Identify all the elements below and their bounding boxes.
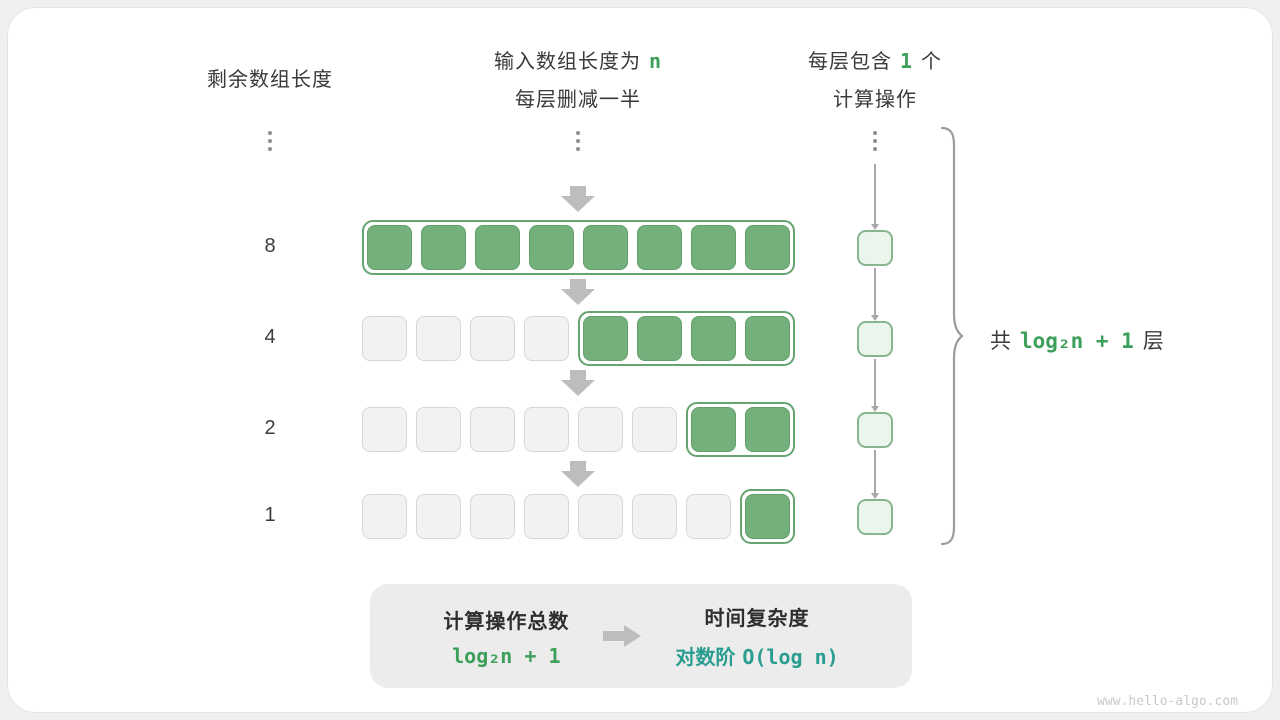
array-row (330, 489, 826, 544)
header-ops-per-layer: 每层包含 1 个 (765, 45, 985, 74)
operations-summary: 计算操作总数 log₂n + 1 (443, 605, 569, 668)
active-subarray (577, 311, 795, 366)
array-cell-active (636, 225, 682, 270)
array-cell-active (690, 316, 736, 361)
array-cell-empty (523, 407, 569, 452)
operation-cell (857, 229, 893, 266)
array-cell-empty (415, 316, 461, 361)
active-subarray (361, 220, 795, 275)
ops-count: 1 (899, 49, 914, 73)
header-remaining-length: 剩余数组长度 (207, 69, 333, 91)
array-cell-active (690, 407, 736, 452)
down-arrow-icon (561, 279, 595, 305)
array-cell-active (366, 225, 412, 270)
array-cell-active (744, 316, 790, 361)
complexity-title: 时间复杂度 (704, 608, 810, 630)
complexity-summary: 时间复杂度 对数阶 O(log n) (675, 602, 838, 670)
down-arrow-icon (561, 461, 595, 487)
flow-connector (871, 267, 879, 321)
remaining-length-value: 2 (264, 417, 276, 439)
array-row (330, 220, 826, 275)
complexity-prefix: 对数阶 (675, 647, 736, 669)
array-cell-empty (469, 316, 515, 361)
array-cell-active (582, 316, 628, 361)
ellipsis-icon (574, 131, 582, 151)
array-cell-active (420, 225, 466, 270)
array-cell-empty (361, 494, 407, 539)
array-cell-active (474, 225, 520, 270)
array-cell-active (744, 407, 790, 452)
array-cell-active (744, 494, 790, 539)
array-cell-empty (469, 407, 515, 452)
array-cell-empty (685, 494, 731, 539)
array-cell-empty (631, 407, 677, 452)
right-arrow-icon (603, 625, 642, 647)
down-arrow-icon (561, 186, 595, 212)
array-cell-active (690, 225, 736, 270)
flow-connector (871, 164, 879, 229)
layer-count-prefix: 共 (990, 330, 1011, 353)
operations-expression: log₂n + 1 (452, 643, 561, 668)
layer-count-suffix: 层 (1142, 330, 1164, 353)
array-row (330, 402, 826, 457)
summary-box: 计算操作总数 log₂n + 1 时间复杂度 对数阶 O(log n) (370, 584, 912, 688)
array-cell-active (528, 225, 574, 270)
down-arrow-icon (561, 370, 595, 396)
array-row (330, 311, 826, 366)
array-cell-active (636, 316, 682, 361)
header-ops-prefix: 每层包含 (807, 51, 892, 73)
array-cell-active (744, 225, 790, 270)
array-cell-empty (361, 316, 407, 361)
down-arrow-icon (561, 279, 595, 305)
remaining-length-value: 1 (264, 504, 276, 526)
operation-cell (857, 498, 893, 535)
array-cell-empty (577, 407, 623, 452)
array-cell-empty (631, 494, 677, 539)
operations-title: 计算操作总数 (443, 610, 570, 633)
header-ops-suffix: 个 (921, 51, 943, 73)
active-subarray (739, 489, 795, 544)
remaining-length-value: 4 (264, 326, 276, 348)
array-cell-empty (361, 407, 407, 452)
ellipsis-icon (266, 131, 274, 151)
array-cell-empty (523, 494, 569, 539)
active-subarray (685, 402, 795, 457)
ellipsis-icon (871, 131, 879, 151)
down-arrow-icon (561, 186, 595, 212)
complexity-expression: 对数阶 O(log n) (675, 641, 838, 670)
array-cell-empty (577, 494, 623, 539)
header-compute-operation: 计算操作 (833, 89, 917, 111)
brace-icon (940, 126, 964, 546)
flow-connector (871, 449, 879, 499)
header-halve-each-layer: 每层删减一半 (515, 89, 641, 111)
array-cell-empty (415, 494, 461, 539)
array-cell-active (582, 225, 628, 270)
layer-count-expression: log₂n + 1 (1020, 329, 1134, 353)
header-input-length: 输入数组长度为 n (418, 45, 738, 74)
operation-cell (857, 320, 893, 357)
flow-connector (871, 358, 879, 412)
remaining-length-value: 8 (264, 235, 276, 257)
array-cell-empty (469, 494, 515, 539)
layer-count-label: 共 log₂n + 1 层 (990, 325, 1164, 355)
array-cell-empty (523, 316, 569, 361)
array-cell-empty (415, 407, 461, 452)
header-input-length-text: 输入数组长度为 (493, 51, 641, 73)
down-arrow-icon (561, 370, 595, 396)
watermark: www.hello-algo.com (1097, 694, 1238, 709)
var-n: n (648, 49, 663, 73)
complexity-big-o: O(log n) (742, 645, 839, 669)
down-arrow-icon (561, 461, 595, 487)
operation-cell (857, 411, 893, 448)
